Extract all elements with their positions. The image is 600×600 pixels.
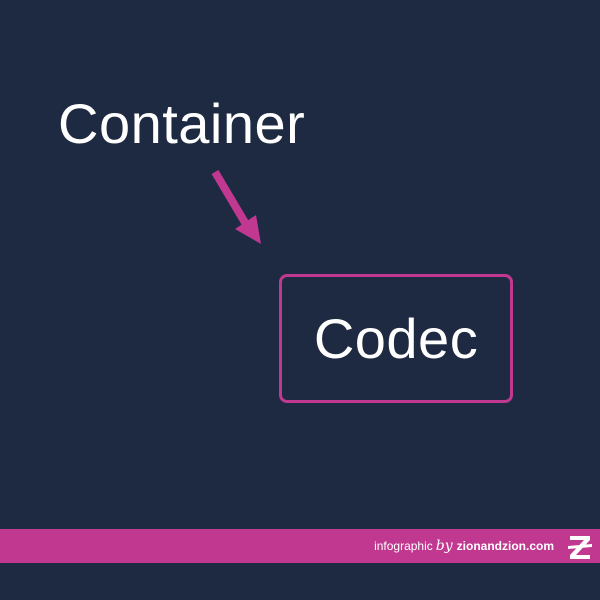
codec-label: Codec — [313, 306, 479, 370]
credit-brand: zionandzion.com — [456, 539, 554, 553]
credit-by: by — [435, 538, 453, 554]
codec-box: Codec — [279, 274, 513, 403]
credit-line: infographic by zionandzion.com — [374, 529, 554, 563]
zionandzion-z-logo-icon — [568, 536, 592, 559]
arrow-head — [235, 215, 261, 244]
footer-bar: infographic by zionandzion.com — [0, 529, 600, 563]
credit-prefix: infographic — [374, 539, 433, 553]
arrow-shaft — [211, 169, 254, 234]
container-label: Container — [58, 92, 306, 155]
